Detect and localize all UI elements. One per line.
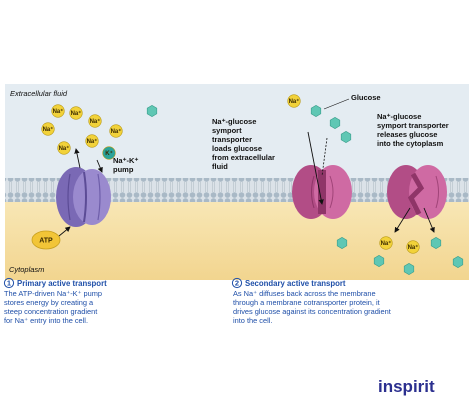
secondary-line-3: drives glucose against its concentration…	[233, 307, 391, 316]
glucose-molecule	[373, 255, 385, 267]
secondary-number: 2	[235, 279, 239, 288]
na-ion: Na⁺	[287, 94, 301, 108]
extracellular-label: Extracellular fluid	[10, 89, 68, 98]
glucose-label: Glucose	[351, 93, 381, 102]
glucose-molecule	[340, 131, 352, 143]
na-release-arrow	[394, 207, 411, 233]
na-k-pump	[56, 167, 111, 227]
glucose-load-arrow	[321, 137, 328, 177]
secondary-number-circle	[231, 277, 243, 289]
secondary-line-2: through a membrane cotransporter protein…	[233, 298, 380, 307]
primary-line-2: stores energy by creating a	[4, 298, 94, 307]
primary-line-1: The ATP-driven Na⁺-K⁺ pump	[4, 289, 102, 298]
na-load-arrow	[307, 131, 324, 205]
glucose-molecule	[329, 117, 341, 129]
brand-logo: inspirit	[378, 377, 435, 396]
glucose-molecule	[452, 256, 464, 268]
symport-load-label-2: symport	[212, 126, 242, 135]
symport-release-label-1: Na⁺-glucose	[377, 112, 421, 121]
na-out-arrow	[74, 148, 81, 169]
na-ion-label: Na⁺	[111, 128, 122, 135]
primary-title: Primary active transport	[17, 279, 107, 288]
symport-release-label-4: into the cytoplasm	[377, 139, 444, 148]
na-ion: Na⁺	[51, 104, 65, 118]
primary-line-3: steep concentration gradient	[4, 307, 97, 316]
na-ion: Na⁺	[69, 106, 83, 120]
na-ion: Na⁺	[57, 141, 71, 155]
ions-layer: Na⁺ Na⁺ Na⁺ Na⁺ Na⁺ Na⁺ Na⁺ Na⁺ Na⁺ Na⁺ K⁺	[41, 94, 420, 254]
pump-label-line-1: Na⁺-K⁺	[113, 156, 138, 165]
na-ion: Na⁺	[41, 122, 55, 136]
na-ion: Na⁺	[406, 240, 420, 254]
symport-load-label-1: Na⁺-glucose	[212, 117, 256, 126]
na-ion-label: Na⁺	[59, 145, 70, 152]
symport-load-label-6: fluid	[212, 162, 228, 171]
na-glucose-symporter-load	[292, 165, 352, 219]
na-ion: Na⁺	[88, 114, 102, 128]
na-ion-label: Na⁺	[408, 244, 419, 251]
atp-molecule: ATP	[31, 230, 61, 250]
glucose-molecule	[336, 237, 348, 249]
secondary-caption: 2 Secondary active transport As Na⁺ diff…	[231, 277, 391, 325]
na-ion-label: Na⁺	[90, 118, 101, 125]
symport-release-label-3: releases glucose	[377, 130, 437, 139]
na-ion: Na⁺	[109, 124, 123, 138]
glucose-molecule	[403, 263, 415, 275]
na-ion-label: Na⁺	[289, 98, 300, 105]
glucose-molecule	[310, 105, 322, 117]
k-in-arrow	[96, 159, 103, 173]
secondary-line-4: into the cell.	[233, 316, 272, 325]
glucose-release-arrow	[423, 207, 435, 233]
symport-release-label-2: symport transporter	[377, 121, 449, 130]
primary-number: 1	[7, 279, 11, 288]
k-ion: K⁺	[102, 146, 116, 160]
na-ion-label: Na⁺	[71, 110, 82, 117]
na-ion: Na⁺	[85, 134, 99, 148]
na-ion-label: Na⁺	[87, 138, 98, 145]
secondary-title: Secondary active transport	[245, 279, 346, 288]
symport-load-label-4: loads glucose	[212, 144, 262, 153]
atp-label: ATP	[39, 238, 53, 245]
na-ion-label: Na⁺	[43, 126, 54, 133]
na-ion-label: Na⁺	[381, 240, 392, 247]
primary-number-circle	[3, 277, 15, 289]
extracellular-region	[5, 84, 469, 182]
na-glucose-symporter-release	[387, 165, 447, 219]
secondary-line-1: As Na⁺ diffuses back across the membrane	[233, 289, 376, 298]
glucose-layer	[146, 105, 464, 275]
cytoplasm-label: Cytoplasm	[9, 265, 44, 274]
pump-label-line-2: pump	[113, 165, 134, 174]
na-ion: Na⁺	[379, 236, 393, 250]
primary-line-4: for Na⁺ entry into the cell.	[4, 316, 88, 325]
primary-caption: 1 Primary active transport The ATP-drive…	[3, 277, 107, 325]
na-ion-label: Na⁺	[53, 108, 64, 115]
glucose-leader	[323, 98, 350, 110]
k-ion-label: K⁺	[105, 150, 113, 157]
symport-load-label-3: transporter	[212, 135, 252, 144]
symport-load-label-5: from extracellular	[212, 153, 275, 162]
glucose-molecule	[146, 105, 158, 117]
atp-arrow	[58, 226, 71, 237]
glucose-molecule	[430, 237, 442, 249]
